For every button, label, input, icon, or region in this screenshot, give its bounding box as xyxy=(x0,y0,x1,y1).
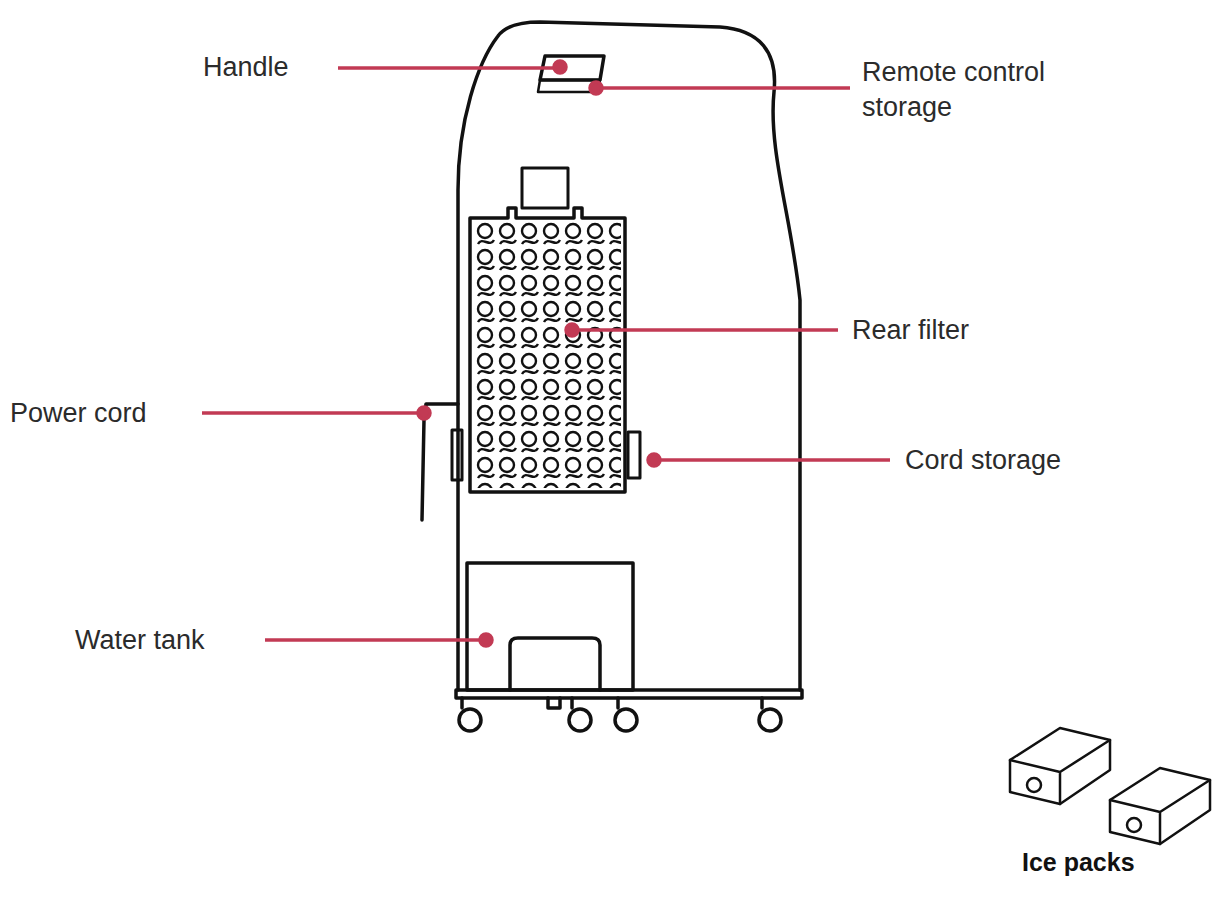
part-label: Remote control storage xyxy=(862,55,1122,125)
part-label: Power cord xyxy=(10,396,200,431)
part-label: Rear filter xyxy=(852,313,1052,348)
part-label: Cord storage xyxy=(905,443,1125,478)
item-label: Ice packs xyxy=(1022,845,1202,880)
part-label: Water tank xyxy=(75,623,260,658)
part-label: Handle xyxy=(203,50,343,85)
